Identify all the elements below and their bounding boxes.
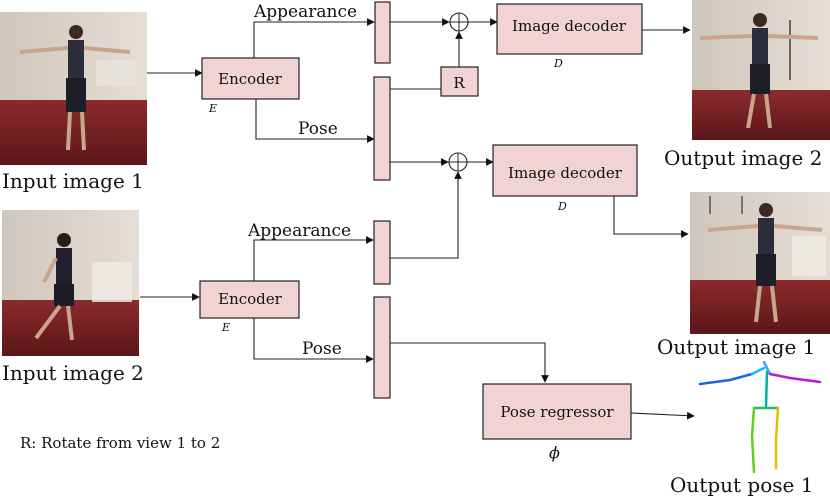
- decoder-1-symbol: D: [553, 57, 563, 70]
- arrow-enc1-pose: [255, 99, 375, 143]
- arrow-enc1-appearance: [253, 18, 375, 58]
- input-image-1-caption: Input image 1: [2, 169, 144, 193]
- decoder-1-label: Image decoder: [512, 17, 627, 35]
- pose-regressor-symbol: ϕ: [549, 443, 560, 462]
- encoder-1-symbol: E: [208, 102, 217, 115]
- output-image-2: [692, 0, 830, 140]
- input-image-2-caption: Input image 2: [2, 361, 144, 385]
- pose-label-2: Pose: [302, 339, 342, 359]
- arrow-enc2-pose: [253, 318, 374, 363]
- arrow-app2-to-sum2: [390, 171, 462, 259]
- decoder-2-symbol: D: [557, 200, 567, 213]
- pose-label-1: Pose: [298, 119, 338, 139]
- output-pose-1-caption: Output pose 1: [670, 473, 813, 497]
- encoder-2-label: Encoder: [218, 290, 283, 308]
- sum-node-1: [449, 12, 469, 32]
- output-image-1: [690, 192, 830, 334]
- pose-regressor-label: Pose regressor: [500, 403, 614, 421]
- pose-regressor-box: [482, 383, 632, 440]
- encoder-2-symbol: E: [221, 321, 230, 334]
- encoder-2-box: [199, 280, 300, 319]
- arrow-enc2-appearance: [253, 236, 374, 281]
- output-image-2-caption: Output image 2: [664, 146, 822, 170]
- output-pose-skeleton: [698, 360, 822, 474]
- arrow-pose2-to-regressor: [390, 342, 549, 383]
- input-image-2: [2, 210, 139, 356]
- sum-node-2: [448, 152, 468, 172]
- appearance-feature-2: [373, 220, 391, 285]
- decoder-2-label: Image decoder: [508, 164, 623, 182]
- rotation-note: R: Rotate from view 1 to 2: [20, 434, 220, 452]
- encoder-1-label: Encoder: [218, 70, 283, 88]
- decoder-1-box: [496, 3, 643, 55]
- output-image-1-caption: Output image 1: [657, 335, 815, 359]
- input-image-1: [0, 12, 147, 165]
- appearance-label-1: Appearance: [253, 2, 357, 22]
- arrow-decoder2-to-output1: [613, 196, 689, 238]
- rotation-box: [440, 66, 479, 97]
- appearance-label-2: Appearance: [247, 221, 351, 241]
- encoder-1-box: [201, 57, 300, 100]
- appearance-feature-1: [374, 1, 391, 64]
- arrow-regressor-to-pose: [630, 411, 695, 420]
- decoder-2-box: [492, 144, 638, 197]
- rotation-label: R: [453, 74, 465, 92]
- pose-feature-2: [373, 296, 391, 399]
- pose-feature-1: [373, 76, 391, 181]
